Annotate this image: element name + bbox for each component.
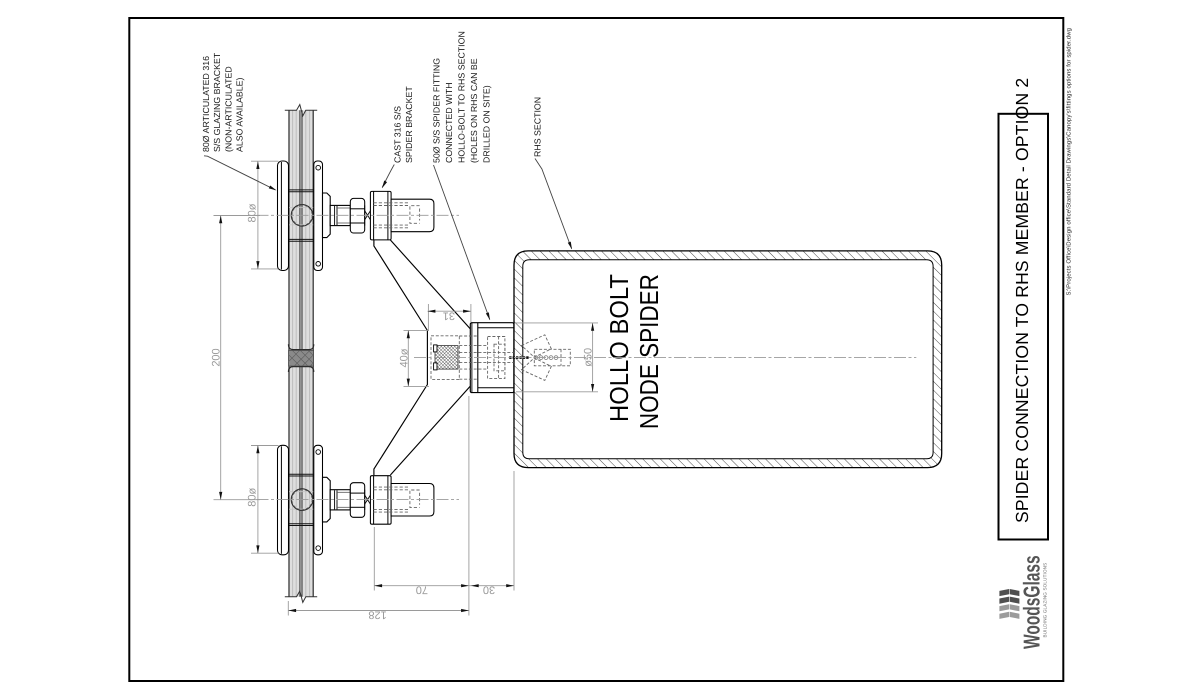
svg-text:CONNECTED WITH: CONNECTED WITH xyxy=(444,82,454,163)
svg-text:SPIDER CONNECTION TO RHS MEMBE: SPIDER CONNECTION TO RHS MEMBER - OPTION… xyxy=(1012,78,1032,523)
svg-text:CAST 316 S/S: CAST 316 S/S xyxy=(393,106,403,163)
svg-text:80ø: 80ø xyxy=(247,488,259,507)
svg-text:30: 30 xyxy=(483,583,495,595)
svg-text:RHS SECTION: RHS SECTION xyxy=(533,97,543,157)
svg-text:DRILLED ON SITE): DRILLED ON SITE) xyxy=(481,85,491,163)
svg-text:80ø: 80ø xyxy=(247,203,259,222)
svg-text:70: 70 xyxy=(416,583,428,595)
svg-text:ø50: ø50 xyxy=(583,348,595,367)
svg-text:SPIDER BRACKET: SPIDER BRACKET xyxy=(404,86,414,163)
svg-text:128: 128 xyxy=(368,608,386,620)
svg-text:S/S GLAZING BRACKET: S/S GLAZING BRACKET xyxy=(212,52,222,152)
svg-text:(HOLES ON RHS CAN BE: (HOLES ON RHS CAN BE xyxy=(469,58,479,163)
svg-text:50Ø S/S SPIDER FITTING: 50Ø S/S SPIDER FITTING xyxy=(431,58,441,163)
svg-text:BUILDING GLAZING SOLUTIONS: BUILDING GLAZING SOLUTIONS xyxy=(1042,563,1047,638)
svg-text:ALSO AVAILABLE): ALSO AVAILABLE) xyxy=(235,77,245,152)
svg-text:(NON-ARTICULATED: (NON-ARTICULATED xyxy=(223,66,233,152)
svg-text:HOLLO-BOLT TO RHS SECTION: HOLLO-BOLT TO RHS SECTION xyxy=(456,31,466,163)
svg-text:NODE SPIDER: NODE SPIDER xyxy=(634,274,664,429)
svg-text:WoodsGlass: WoodsGlass xyxy=(1019,555,1045,649)
svg-text:200: 200 xyxy=(211,348,223,366)
svg-text:80Ø ARTICULATED 316: 80Ø ARTICULATED 316 xyxy=(201,56,211,152)
svg-text:31: 31 xyxy=(443,310,455,322)
svg-text:HOLLO BOLT: HOLLO BOLT xyxy=(604,274,634,422)
svg-text:S:\Projects Office\Design offi: S:\Projects Office\Design office\Standar… xyxy=(1066,28,1073,296)
svg-text:40ø: 40ø xyxy=(398,348,410,367)
